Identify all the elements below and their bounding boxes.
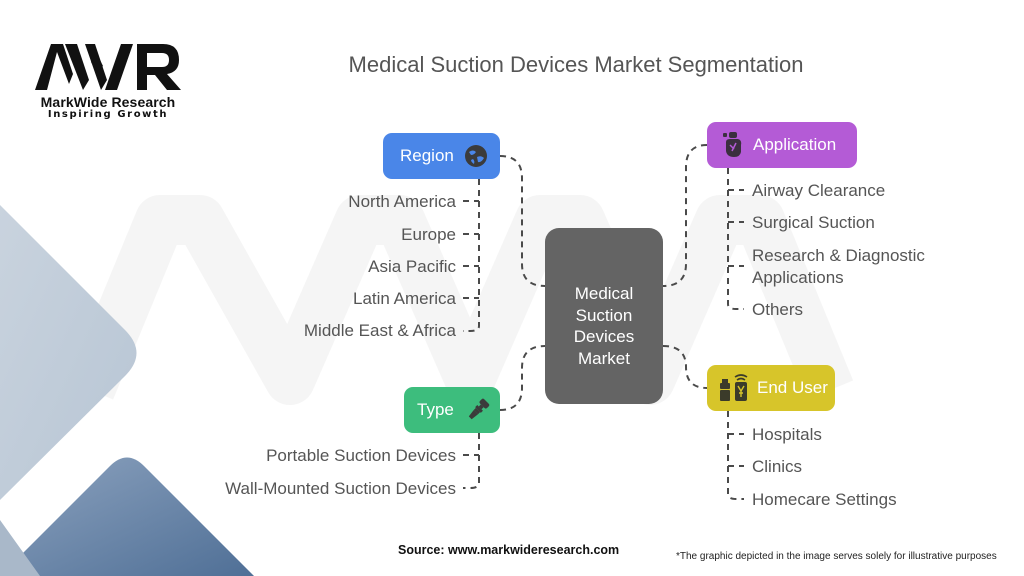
category-application-label: Application [753, 135, 837, 154]
connector-enduser-center [662, 345, 708, 389]
bottle-phone-icon [717, 374, 753, 402]
category-region-label: Region [400, 146, 454, 165]
brand-tagline: Inspiring Growth [47, 109, 169, 120]
suction-nozzle-icon [464, 396, 492, 424]
type-item: Portable Suction Devices [266, 446, 456, 465]
type-item: Wall-Mounted Suction Devices [225, 479, 456, 498]
category-application[interactable]: Application [707, 122, 857, 168]
connector-type-spine [463, 433, 480, 489]
connector-application-center [662, 144, 708, 287]
application-item-line: Research & Diagnostic [752, 246, 925, 265]
connector-region-center [499, 155, 546, 287]
application-item: Airway Clearance [752, 181, 886, 200]
mwr-logo-icon [35, 44, 181, 90]
category-end-user-label: End User [757, 378, 828, 397]
source-credit: Source: www.markwideresearch.com [398, 543, 620, 557]
category-type-label: Type [417, 400, 454, 419]
application-item: Research & Diagnostic Applications [752, 245, 925, 288]
dark-diamond-corner [0, 520, 40, 576]
category-end-user[interactable]: End User [707, 365, 835, 411]
light-diamond-shape [0, 205, 137, 500]
center-node: Medical Suction Devices Market [545, 228, 663, 404]
dark-diamond-shape [0, 457, 254, 576]
connector-enduser-spine [727, 411, 744, 500]
page-title: Medical Suction Devices Market Segmentat… [348, 52, 804, 77]
brand-name: MarkWide Research [40, 94, 176, 110]
application-item: Surgical Suction [752, 213, 875, 232]
globe-icon [462, 142, 490, 170]
watermark-shape [66, 195, 854, 405]
region-item: Middle East & Africa [303, 321, 456, 340]
end-user-item: Homecare Settings [752, 490, 897, 509]
connector-type-center [499, 345, 546, 411]
connector-region-spine [463, 179, 480, 332]
disclaimer-note: *The graphic depicted in the image serve… [676, 551, 997, 562]
center-node-label: Medical Suction Devices Market [573, 284, 635, 368]
region-item: Latin America [353, 289, 456, 308]
category-type[interactable]: Type [404, 387, 500, 433]
connector-application-spine [727, 168, 744, 310]
suction-hand-icon [719, 131, 747, 159]
region-item: North America [348, 192, 456, 211]
category-region[interactable]: Region [383, 133, 500, 179]
application-item: Others [752, 300, 804, 319]
end-user-item: Hospitals [752, 425, 822, 444]
application-item-line: Applications [752, 268, 844, 287]
region-item: Europe [401, 225, 456, 244]
end-user-item: Clinics [752, 457, 803, 476]
region-item: Asia Pacific [368, 257, 456, 276]
brand-logo: MarkWide Research Inspiring Growth [28, 40, 188, 120]
